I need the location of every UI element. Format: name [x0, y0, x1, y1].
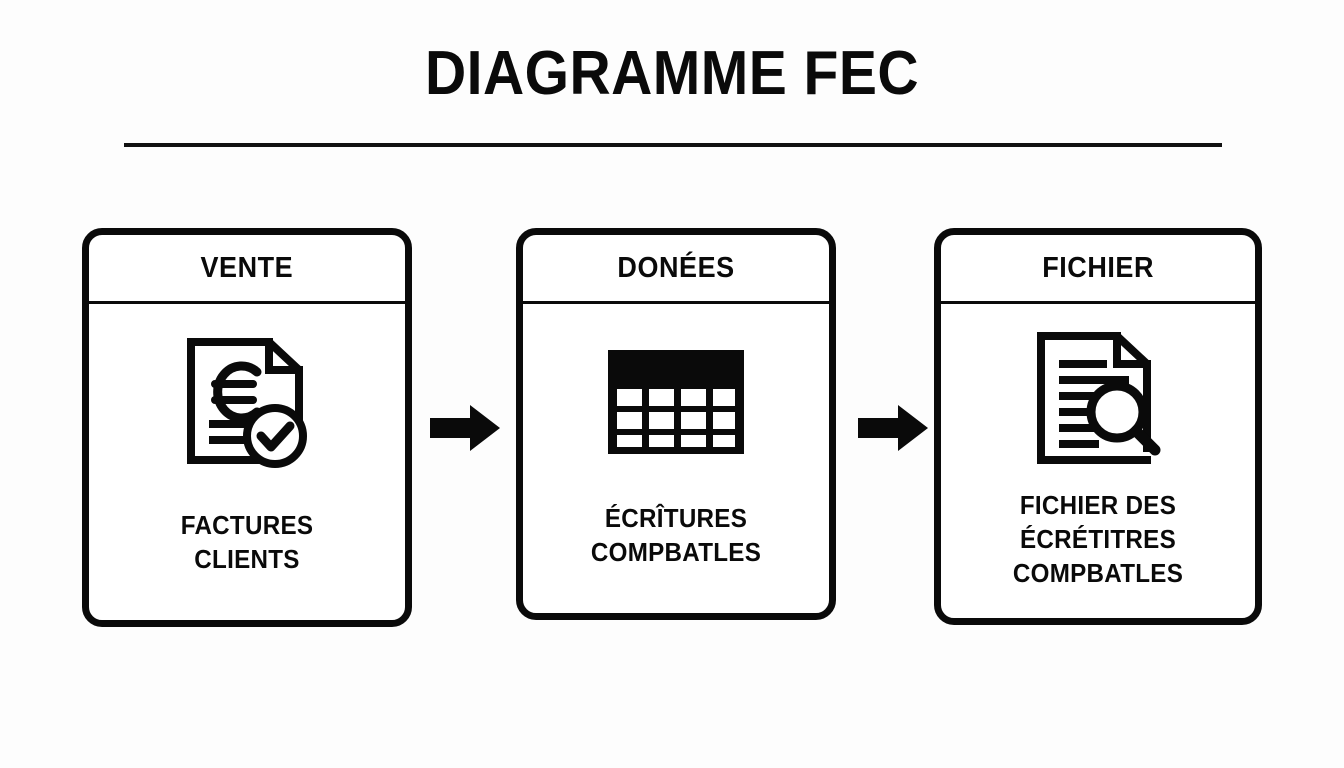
caption-line: FACTURES — [180, 510, 314, 540]
flow-step-body: FICHIER DES ÉCRÉTITRES COMPBATLES — [941, 304, 1255, 618]
flow-step-header: VENTE — [89, 235, 405, 304]
flow-step-vente[interactable]: VENTE — [82, 228, 412, 627]
flow-step-caption: ÉCRÎTURES COMPBATLES — [523, 501, 829, 569]
flow-step-body: FACTURES CLIENTS — [89, 304, 405, 620]
flow-step-fichier[interactable]: FICHIER — [934, 228, 1262, 625]
arrow-right-icon — [858, 405, 928, 451]
caption-line: ÉCRÎTURES — [604, 503, 748, 533]
invoice-euro-check-icon — [89, 336, 405, 472]
data-table-icon — [523, 350, 829, 454]
process-flow: VENTE — [0, 228, 1344, 632]
document-magnifier-icon — [941, 330, 1255, 466]
flow-step-caption: FICHIER DES ÉCRÉTITRES COMPBATLES — [941, 488, 1255, 590]
flow-step-header: FICHIER — [941, 235, 1255, 304]
flow-step-header-label: DONÉES — [617, 251, 735, 284]
flow-step-header: DONÉES — [523, 235, 829, 304]
caption-line: FICHIER DES — [1019, 490, 1177, 520]
flow-step-body: ÉCRÎTURES COMPBATLES — [523, 304, 829, 613]
caption-line: COMPBATLES — [590, 537, 762, 567]
caption-line: COMPBATLES — [1012, 558, 1184, 588]
caption-line: CLIENTS — [194, 544, 300, 574]
flow-step-donees[interactable]: DONÉES — [516, 228, 836, 620]
caption-line: ÉCRÉTITRES — [1020, 524, 1176, 554]
arrow-right-icon — [430, 405, 500, 451]
flow-step-header-label: FICHIER — [1042, 251, 1154, 284]
flow-step-header-label: VENTE — [200, 251, 294, 284]
flow-step-caption: FACTURES CLIENTS — [89, 508, 405, 576]
title-divider — [124, 143, 1222, 147]
page-title: DIAGRAMME FEC — [425, 39, 919, 108]
